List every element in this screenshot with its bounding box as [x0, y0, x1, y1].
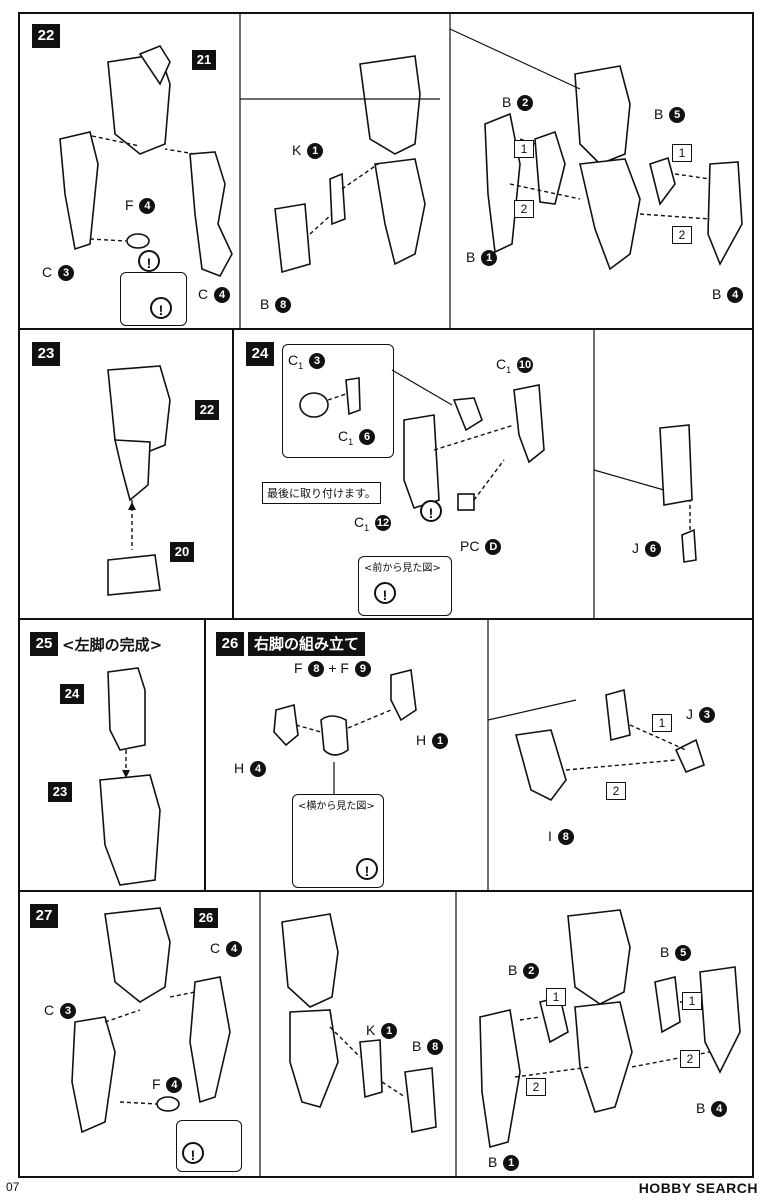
step-25-title: <左脚の完成> [62, 636, 163, 654]
step-23-number: 23 [32, 342, 60, 366]
label-B8: B 8 [412, 1038, 444, 1056]
step-22-number: 22 [32, 24, 60, 48]
warning-icon: ! [138, 250, 160, 272]
label-B4: B 4 [696, 1100, 728, 1118]
label-H1: H 1 [416, 732, 449, 750]
order-box-2: 2 [680, 1050, 700, 1068]
step-26-title: 右脚の組み立て [248, 632, 366, 656]
label-F4: F 4 [152, 1076, 183, 1094]
label-B1: B 1 [488, 1154, 520, 1172]
label-K1: K 1 [292, 142, 324, 160]
step-25-panel: 25 <左脚の完成> 24 23 [18, 618, 206, 892]
ref-22-badge: 22 [195, 400, 219, 420]
label-B1: B 1 [466, 249, 498, 267]
label-J6: J 6 [632, 540, 661, 558]
warning-icon: ! [374, 582, 396, 604]
step-22-illustration [59, 14, 743, 328]
label-B2: B 2 [508, 962, 540, 980]
label-I8: I 8 [548, 828, 574, 846]
warning-icon: ! [150, 297, 172, 319]
hobby-search-watermark: HOBBY SEARCH [638, 1180, 758, 1196]
ref-20-badge: 20 [170, 542, 194, 562]
front-view-inset [358, 556, 452, 616]
step-26-illustration [273, 620, 705, 890]
label-PC-D: PC D [460, 538, 502, 556]
ref-21-badge: 21 [192, 50, 216, 70]
order-box-1: 1 [546, 988, 566, 1006]
label-F4: F 4 [125, 197, 156, 215]
step-24-number: 24 [246, 342, 274, 366]
page-number: 07 [6, 1180, 20, 1194]
order-box-1: 1 [682, 992, 702, 1010]
order-box-2: 2 [606, 782, 626, 800]
step-24-illustration [299, 330, 697, 618]
order-box-2: 2 [672, 226, 692, 244]
label-C1-6: C1 6 [338, 428, 376, 447]
warning-icon: ! [356, 858, 378, 880]
label-C1-3: C1 3 [288, 352, 326, 371]
warning-icon: ! [420, 500, 442, 522]
front-view-title: <前から見た図> [364, 563, 441, 574]
label-C1-12: C1 12 [354, 514, 392, 533]
label-C4: C 4 [210, 940, 243, 958]
step-25-illustration [99, 667, 161, 886]
step-23-illustration [107, 365, 171, 596]
step-24-panel: 24 C1 3 C1 6 C1 10 C1 12 最後に取り付けます。 ! PC… [232, 328, 754, 620]
label-K1: K 1 [366, 1022, 398, 1040]
order-box-2: 2 [514, 200, 534, 218]
step-27-number: 27 [30, 904, 58, 928]
order-box-1: 1 [652, 714, 672, 732]
step-23-panel: 23 22 20 [18, 328, 234, 620]
label-C4: C 4 [198, 286, 231, 304]
label-B4: B 4 [712, 286, 744, 304]
step-25-number: 25 [30, 632, 58, 656]
label-C3: C 3 [44, 1002, 77, 1020]
label-C3: C 3 [42, 264, 75, 282]
step-26-number: 26 [216, 632, 244, 656]
order-box-1: 1 [672, 144, 692, 162]
label-B5: B 5 [654, 106, 686, 124]
ref-24-badge: 24 [60, 684, 84, 704]
attach-last-note: 最後に取り付けます。 [262, 482, 381, 504]
label-B2: B 2 [502, 94, 534, 112]
warning-inset-box [176, 1120, 242, 1172]
order-box-1: 1 [514, 140, 534, 158]
step-27-panel: 27 [18, 890, 754, 1178]
label-F8-plus-F9: F 8 + F 9 [294, 660, 371, 678]
step-22-panel: 22 [18, 12, 754, 330]
side-view-title: <横から見た図> [298, 801, 375, 812]
step-26-panel: 26 右脚の組み立て F 8 + F 9 H 4 H 1 <横から見た図> [204, 618, 754, 892]
label-H4: H 4 [234, 760, 267, 778]
warning-icon: ! [182, 1142, 204, 1164]
label-B5: B 5 [660, 944, 692, 962]
label-C1-10: C1 10 [496, 356, 534, 375]
ref-26-badge: 26 [194, 908, 218, 928]
label-J3: J 3 [686, 706, 715, 724]
label-B8: B 8 [260, 296, 292, 314]
c1-subassembly-inset [282, 344, 394, 458]
ref-23-badge: 23 [48, 782, 72, 802]
order-box-2: 2 [526, 1078, 546, 1096]
